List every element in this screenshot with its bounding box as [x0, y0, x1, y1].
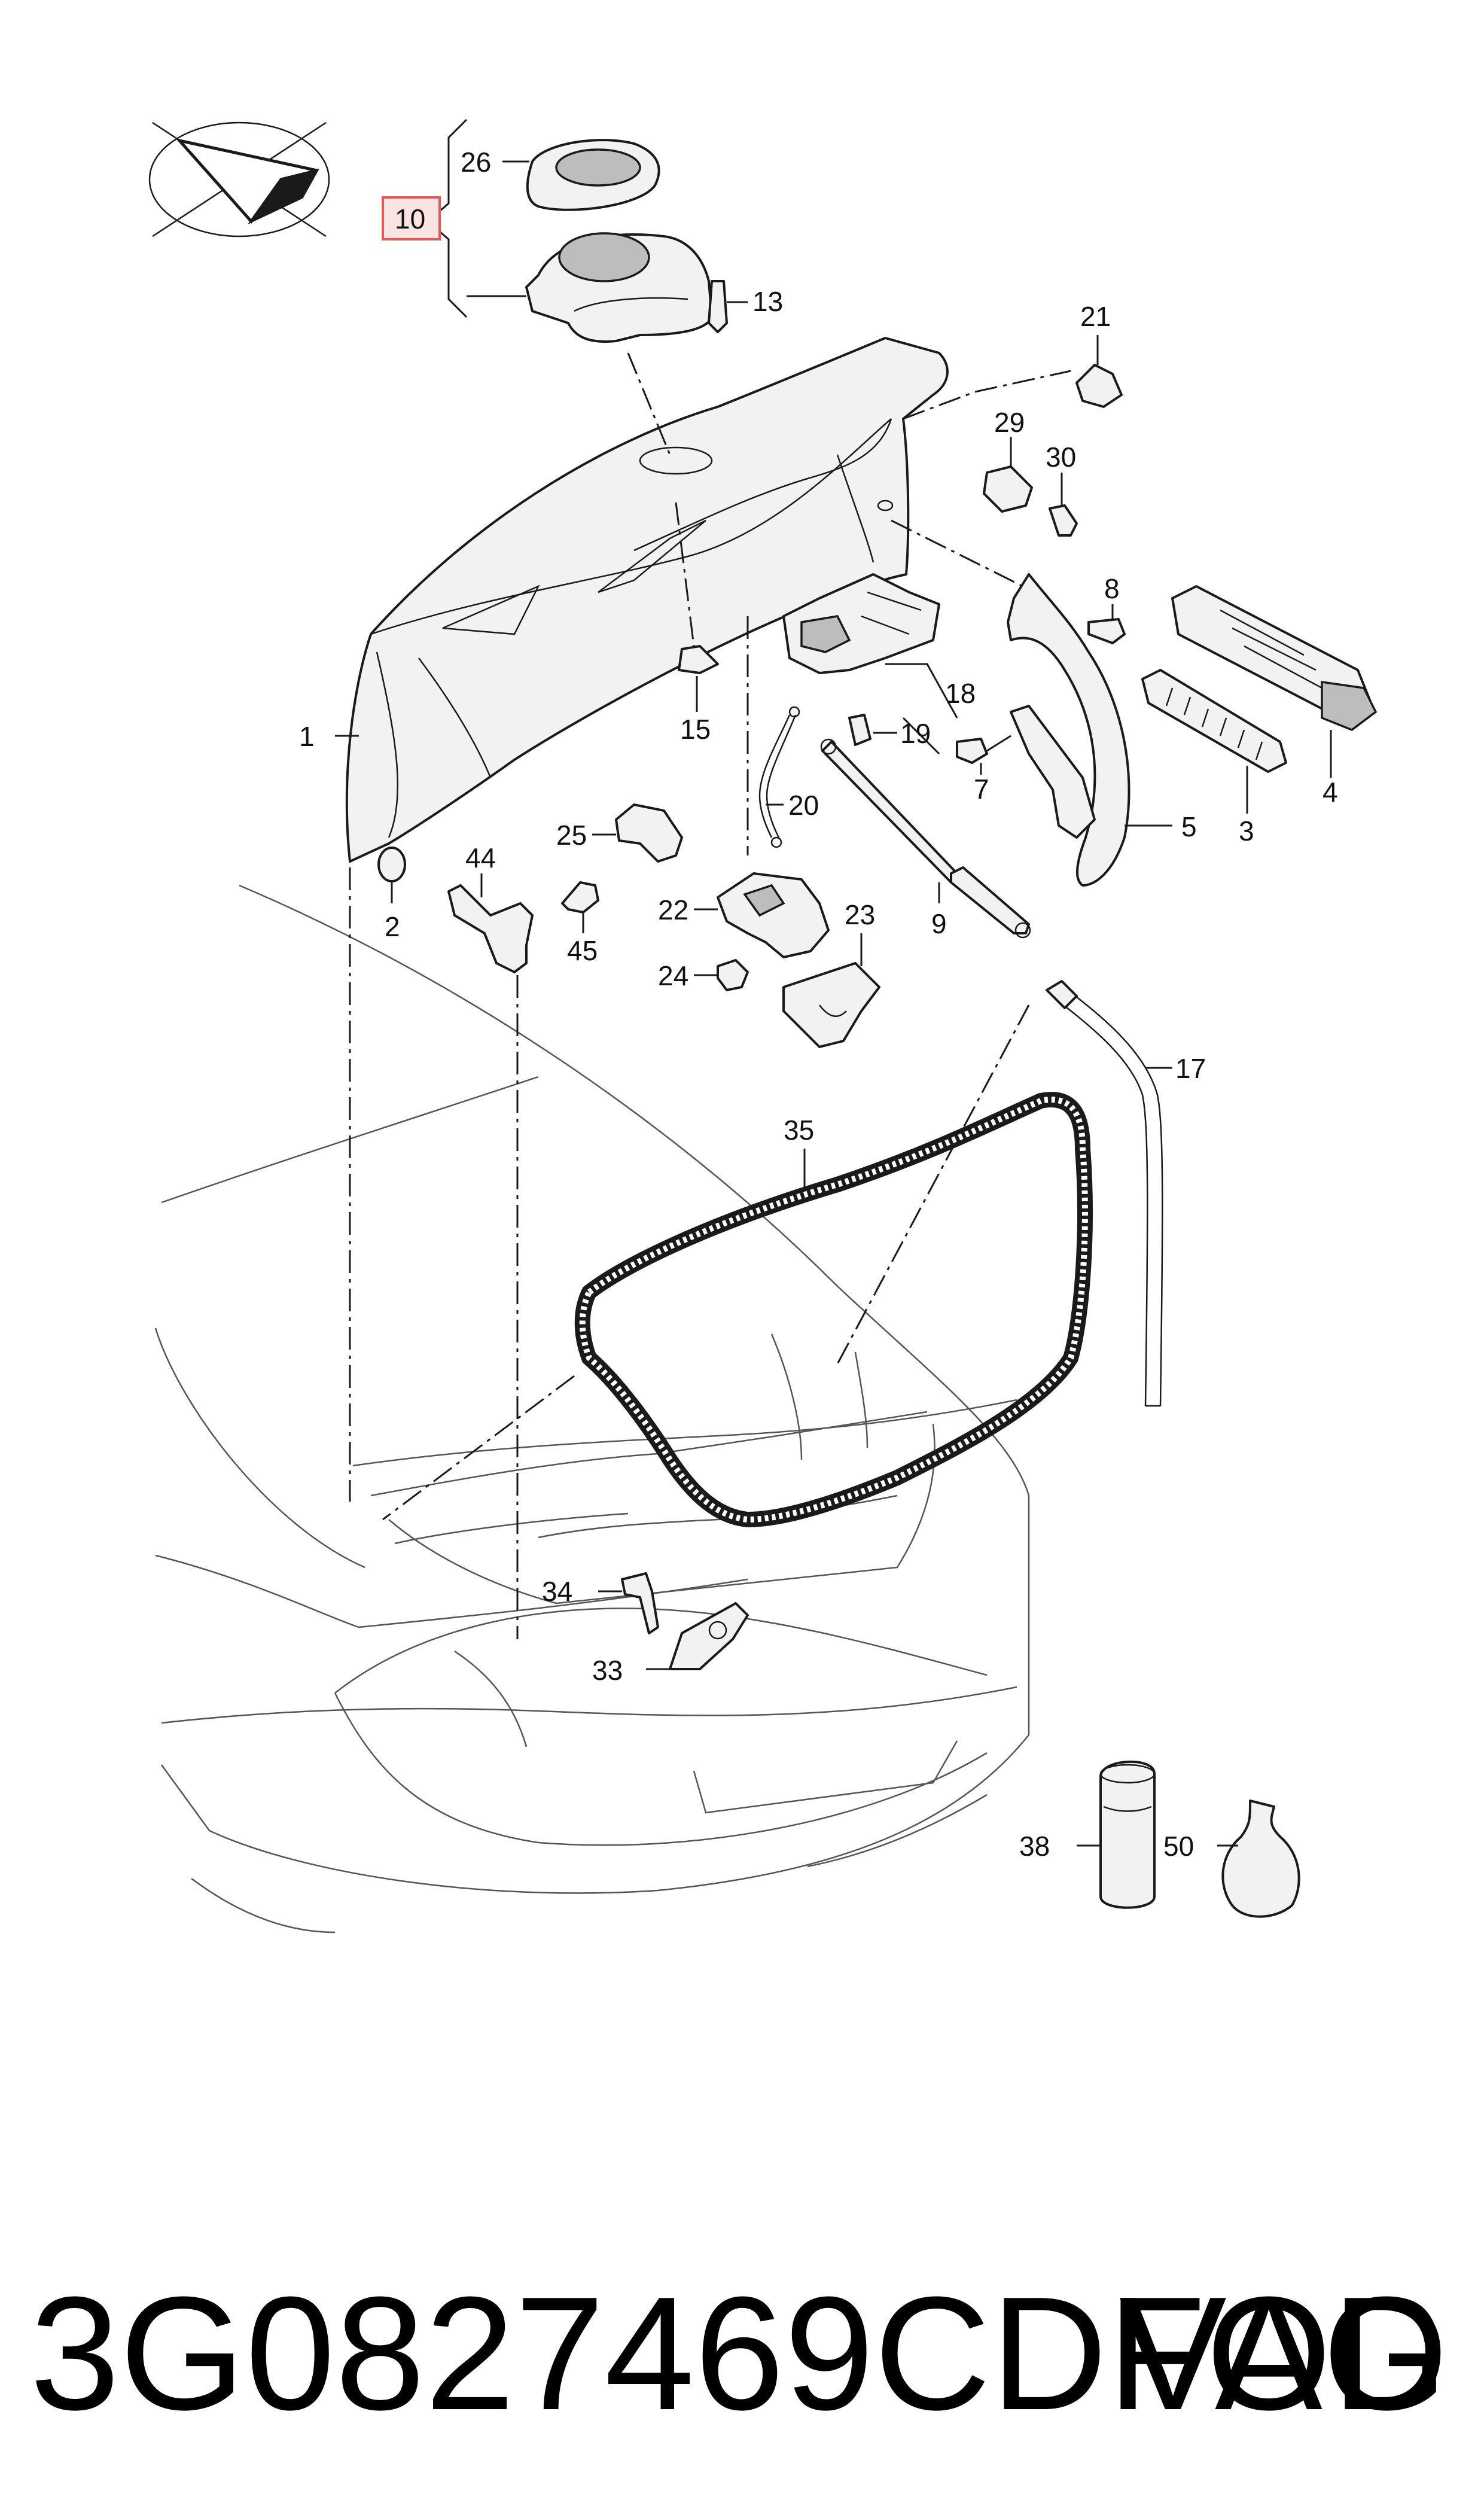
label-23: 23 [845, 899, 875, 930]
spray-can-38 [1077, 1760, 1156, 1909]
label-7: 7 [974, 774, 989, 805]
label-21: 21 [1080, 301, 1111, 332]
drain-hose-17 [1046, 980, 1172, 1407]
vehicle-rear-body [154, 884, 1030, 1934]
label-10: 10 [395, 203, 425, 235]
power-strut-4 [1171, 585, 1378, 778]
label-9: 9 [931, 908, 947, 939]
lid-motor-18 [782, 573, 958, 718]
bump-stop-21 [1075, 335, 1123, 408]
label-44: 44 [465, 842, 496, 873]
bolt-34 [598, 1572, 659, 1634]
nut-24 [694, 959, 749, 991]
label-33: 33 [592, 1655, 623, 1686]
bolt-8 [1087, 604, 1126, 644]
label-24: 24 [658, 960, 688, 991]
hinge-plate [956, 705, 1096, 839]
label-1: 1 [299, 721, 315, 752]
trunk-lid [345, 337, 949, 863]
clip-19 [848, 714, 940, 755]
label-22: 22 [658, 894, 688, 925]
rear-emblem-group [382, 118, 748, 343]
hinge-arm-5 [1007, 573, 1172, 887]
spring-3 [1141, 669, 1287, 814]
label-45: 45 [567, 935, 598, 966]
brand-name: VAG [1119, 2264, 1448, 2444]
bolt-45 [561, 881, 599, 933]
cover-25 [592, 803, 683, 863]
orientation-compass-icon [148, 121, 330, 238]
callout-labels: 1 2 3 4 5 7 8 9 10 13 15 17 18 19 20 21 … [299, 147, 1338, 1862]
label-3: 3 [1239, 815, 1254, 847]
bracket-44 [447, 873, 534, 973]
label-35: 35 [784, 1115, 814, 1146]
label-20: 20 [788, 790, 819, 821]
bolt-13 [708, 280, 748, 333]
bushing-29 [983, 437, 1033, 513]
label-5: 5 [1181, 811, 1197, 842]
striker-23 [782, 933, 880, 1048]
part-number: 3G0827469CDFOD [30, 2264, 1449, 2444]
cable-20 [758, 706, 800, 848]
grommet-2 [377, 847, 406, 903]
label-25: 25 [556, 820, 587, 851]
label-15: 15 [680, 714, 711, 745]
label-34: 34 [542, 1576, 572, 1607]
latch-22 [694, 872, 830, 958]
label-26: 26 [461, 147, 491, 178]
assembly-lines [349, 352, 1071, 1639]
label-50: 50 [1163, 1831, 1194, 1862]
label-38: 38 [1019, 1831, 1050, 1862]
label-18: 18 [945, 678, 976, 709]
label-19: 19 [900, 718, 931, 749]
bracket-33 [646, 1602, 749, 1670]
label-30: 30 [1046, 442, 1076, 473]
label-8: 8 [1104, 573, 1120, 604]
trunk-seal-35 [574, 1092, 1093, 1528]
label-29: 29 [994, 407, 1025, 438]
label-4: 4 [1323, 777, 1338, 808]
label-17: 17 [1175, 1053, 1206, 1084]
gas-strut-9 [820, 738, 1031, 939]
label-2: 2 [385, 911, 400, 942]
bolt-30 [1049, 473, 1078, 537]
cap-15 [678, 645, 719, 712]
highlight-box-10 [382, 196, 441, 240]
pouch-50 [1217, 1800, 1300, 1918]
label-13: 13 [752, 286, 783, 317]
